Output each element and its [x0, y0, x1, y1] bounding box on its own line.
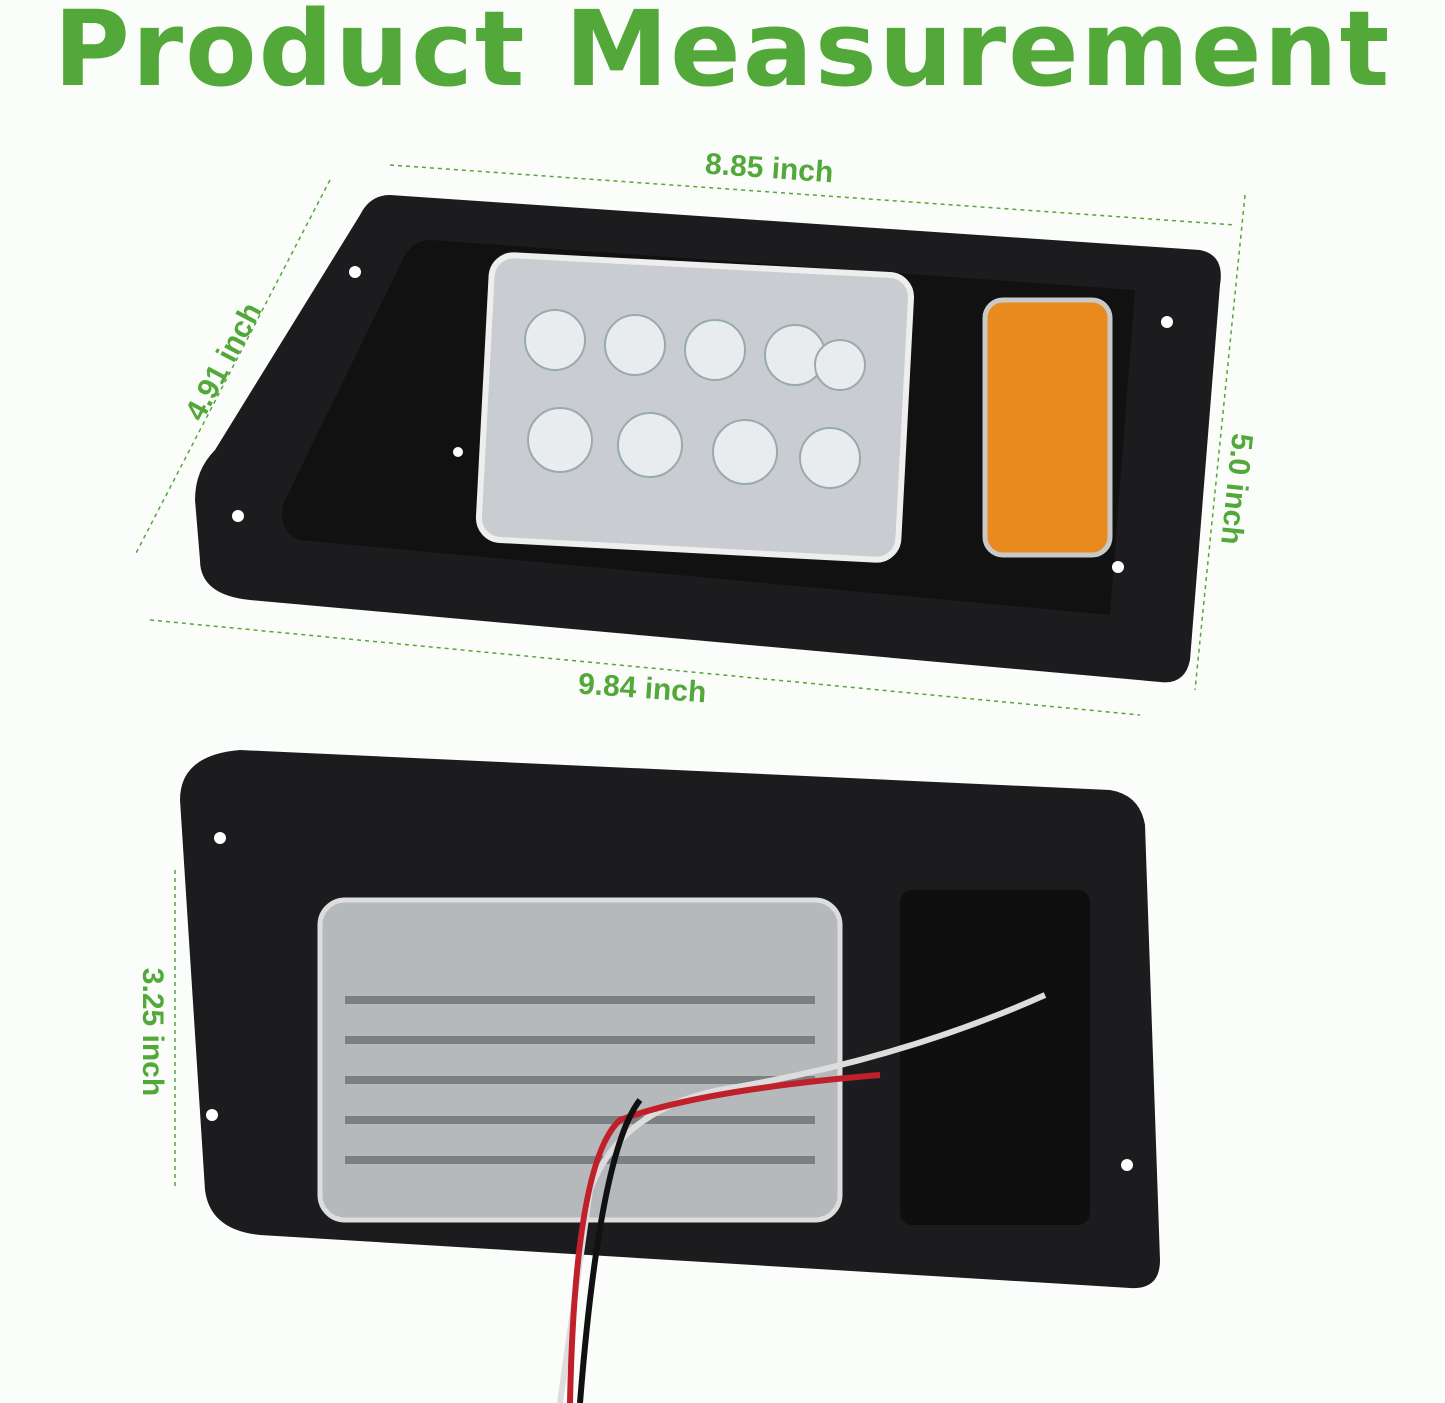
headlight-front-view — [195, 195, 1221, 683]
amber-marker-light — [982, 297, 1113, 558]
heat-sink — [317, 897, 843, 1223]
dimension-back-height: 3.25 inch — [136, 967, 170, 1097]
page-title: Product Measurement — [53, 0, 1392, 110]
dimension-lines — [134, 164, 1246, 1190]
headlight-back-view — [180, 750, 1160, 1403]
led-lens — [475, 252, 915, 563]
